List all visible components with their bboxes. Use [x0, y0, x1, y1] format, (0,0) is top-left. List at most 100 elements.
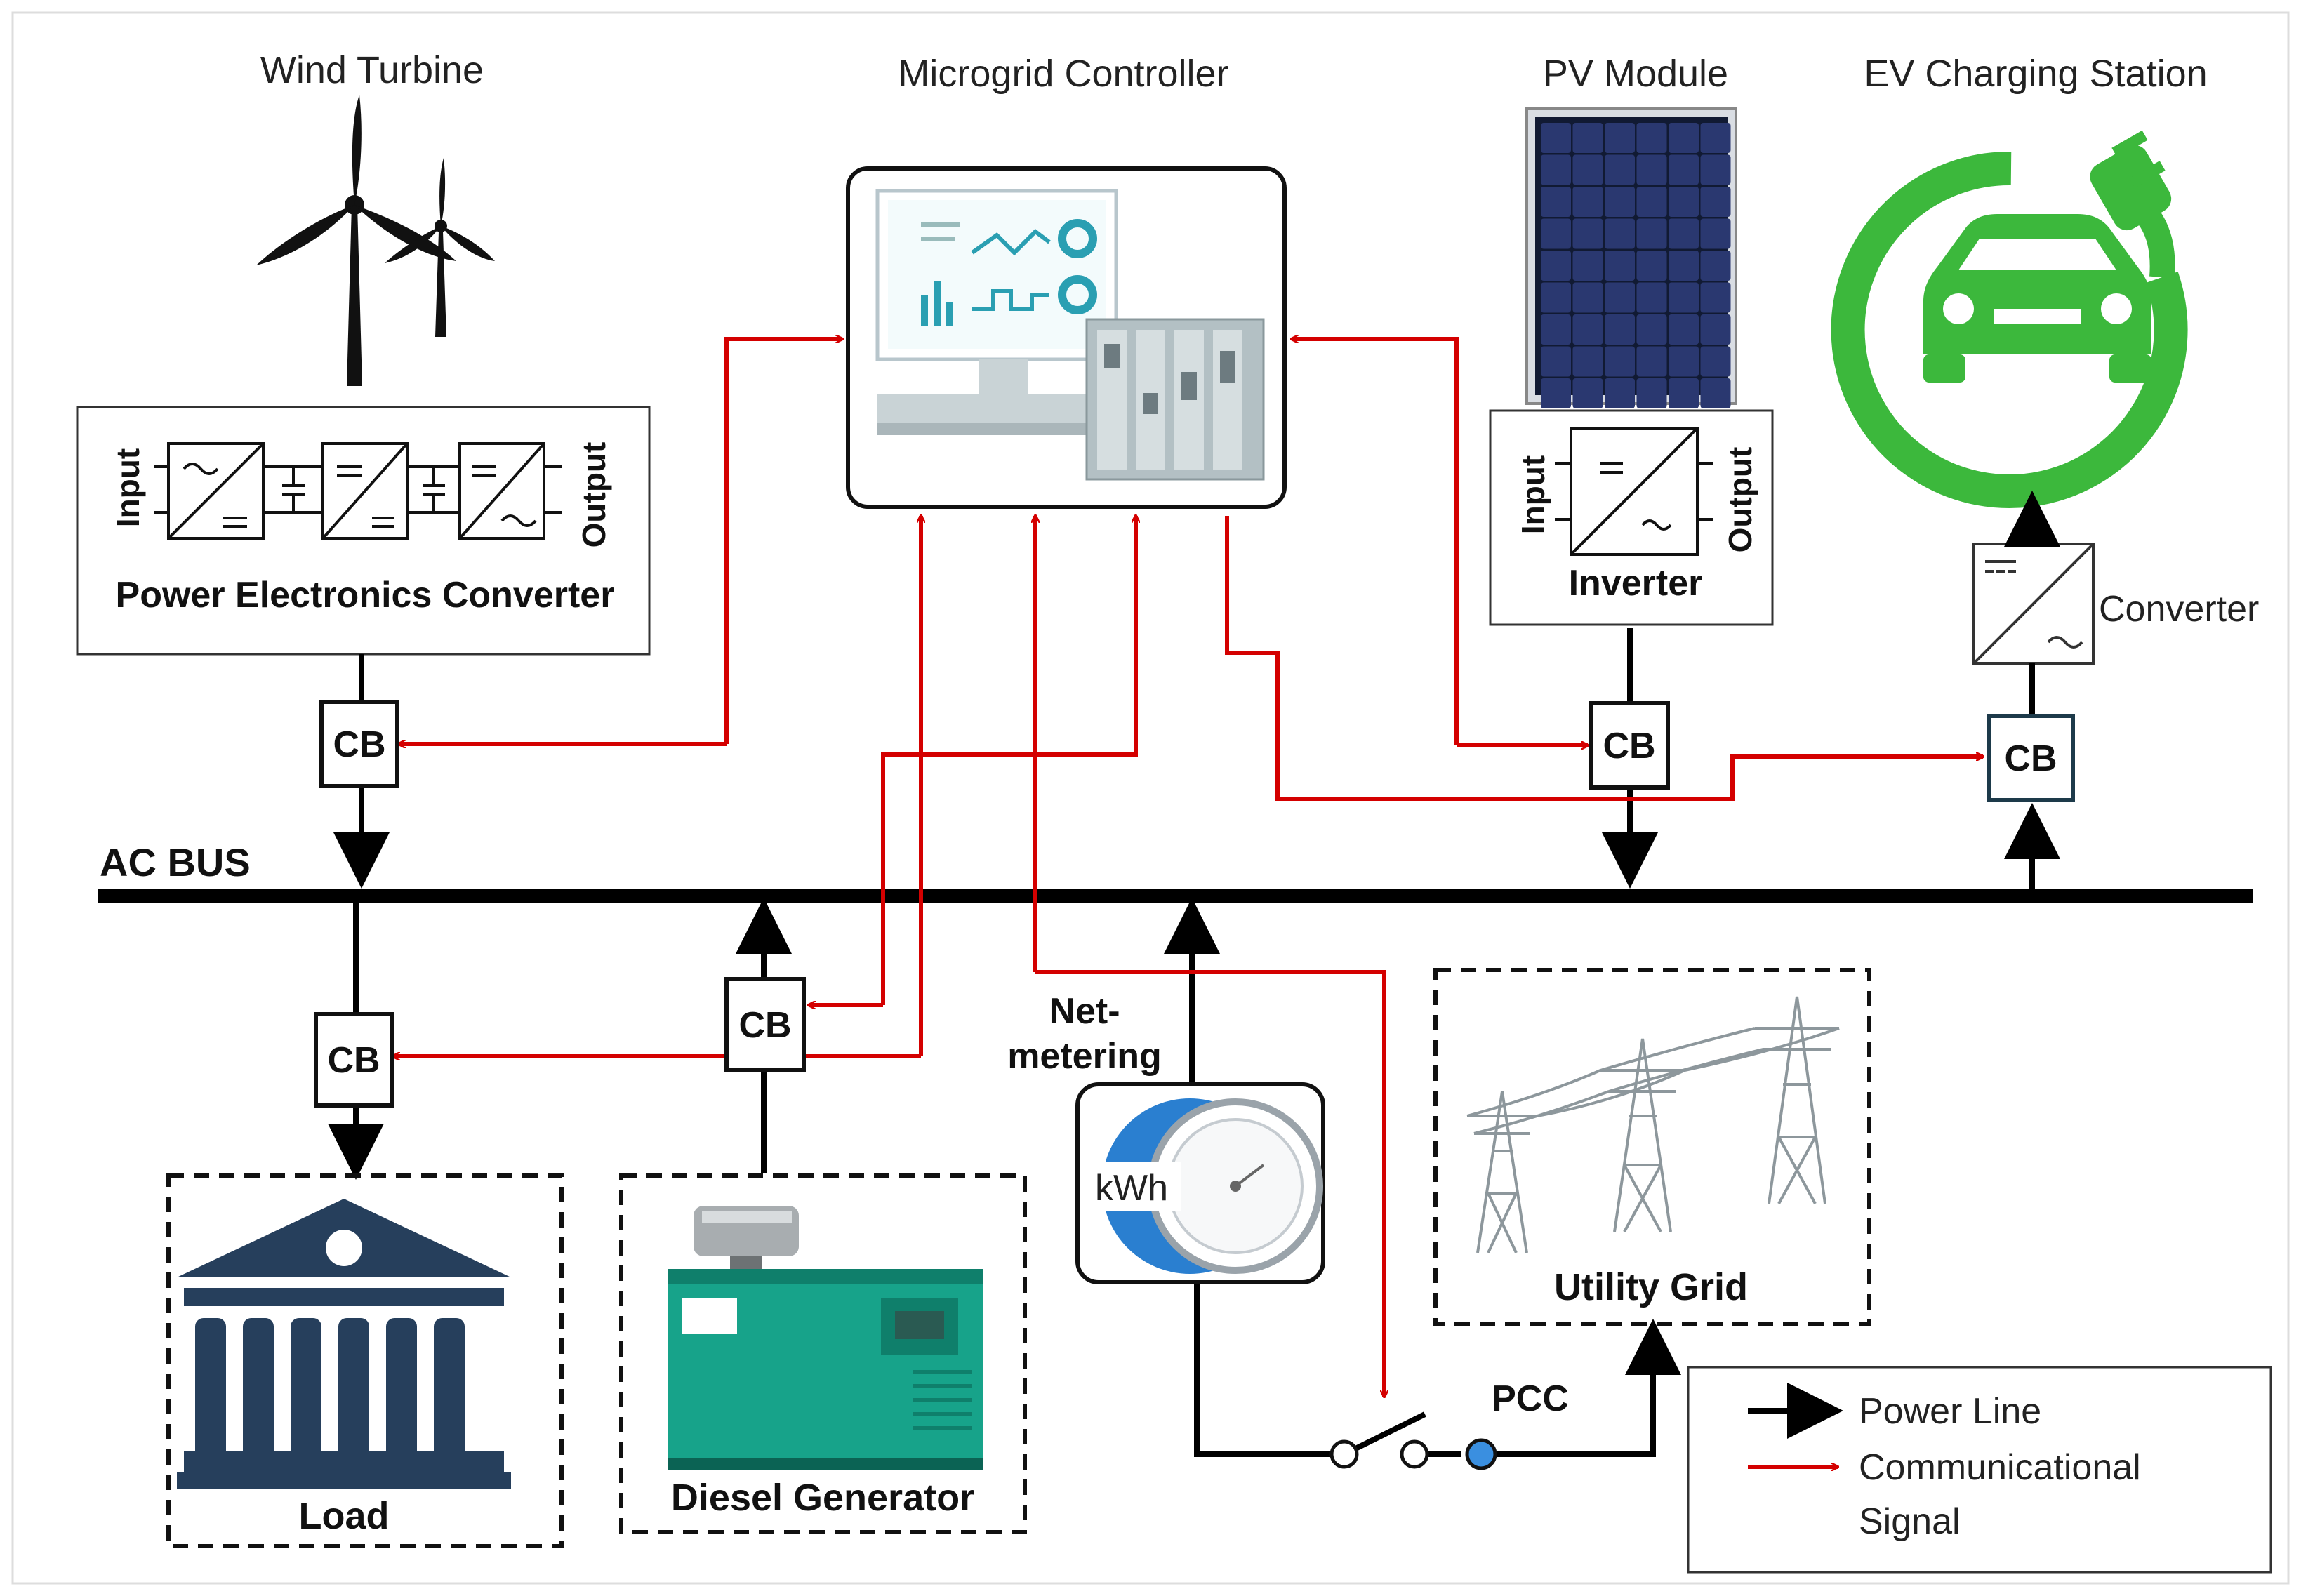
- pv-cell: [1541, 154, 1571, 185]
- legend-signal-label-1: Communicational: [1859, 1447, 2141, 1488]
- pv-cell: [1572, 346, 1603, 377]
- pv-cell: [1636, 218, 1667, 249]
- signal-lines: [393, 339, 1983, 1397]
- kwh-label: kWh: [1095, 1168, 1168, 1209]
- svg-text:CB: CB: [333, 724, 385, 765]
- pv-cell: [1605, 378, 1635, 408]
- pv-cell: [1541, 218, 1571, 249]
- power-electronics-converter-label: Power Electronics Converter: [116, 575, 615, 616]
- converter-input-label: Input: [110, 448, 146, 527]
- pcc-label: PCC: [1492, 1378, 1569, 1419]
- legend: Power Line Communicational Signal: [1687, 1366, 2272, 1574]
- pv-cell: [1541, 378, 1571, 408]
- load-label: Load: [299, 1495, 390, 1537]
- pcc-node: [1465, 1438, 1497, 1470]
- diesel-generator-box: [619, 1173, 1027, 1534]
- pv-cell: [1636, 282, 1667, 313]
- pv-cell: [1700, 218, 1731, 249]
- inverter-label: Inverter: [1569, 563, 1703, 604]
- pv-cell: [1572, 282, 1603, 313]
- pv-cell: [1636, 346, 1667, 377]
- microgrid-controller-icon: [846, 166, 1287, 509]
- pv-cell: [1605, 218, 1635, 249]
- ac-bus-label: AC BUS: [100, 840, 251, 884]
- pv-cell: [1700, 346, 1731, 377]
- pv-cell: [1605, 251, 1635, 281]
- pv-cell: [1700, 282, 1731, 313]
- pv-cell: [1700, 314, 1731, 345]
- pv-cell: [1700, 154, 1731, 185]
- microgrid-controller-label: Microgrid Controller: [898, 53, 1228, 95]
- cb-diesel: CB: [724, 977, 806, 1072]
- pv-module-icon: [1525, 107, 1737, 408]
- pv-cell: [1669, 378, 1699, 408]
- diesel-generator-icon: [668, 1206, 983, 1470]
- pv-cell: [1700, 378, 1731, 408]
- pv-cell: [1572, 123, 1603, 153]
- pv-cell: [1605, 187, 1635, 217]
- svg-text:CB: CB: [1603, 726, 1655, 766]
- pv-cell: [1669, 314, 1699, 345]
- inverter-box: [1489, 409, 1774, 626]
- pv-cell: [1572, 187, 1603, 217]
- pv-cell: [1605, 346, 1635, 377]
- energy-meter-icon: [1075, 1082, 1325, 1284]
- inverter-input-label: Input: [1515, 455, 1551, 534]
- transmission-towers-icon: [1466, 996, 1840, 1253]
- converter-output-label: Output: [576, 442, 612, 548]
- pv-cell: [1636, 154, 1667, 185]
- utility-grid-box: [1433, 968, 1871, 1326]
- diesel-generator-label: Diesel Generator: [671, 1477, 974, 1519]
- pv-cell: [1669, 218, 1699, 249]
- ev-charging-icon: [1831, 130, 2188, 508]
- pv-cell: [1572, 218, 1603, 249]
- pv-cell: [1572, 154, 1603, 185]
- svg-text:CB: CB: [738, 1005, 791, 1046]
- pv-cell: [1541, 187, 1571, 217]
- pcc-switch-contact: [1400, 1439, 1429, 1469]
- pv-cell: [1541, 314, 1571, 345]
- legend-signal-label-2: Signal: [1859, 1501, 1961, 1542]
- utility-grid-label: Utility Grid: [1554, 1266, 1748, 1308]
- pv-cell: [1605, 282, 1635, 313]
- pv-cell: [1669, 187, 1699, 217]
- pv-cell: [1541, 251, 1571, 281]
- wind-turbine-icon: [256, 95, 495, 386]
- pv-cell: [1700, 187, 1731, 217]
- pv-cell: [1636, 378, 1667, 408]
- wind-turbine-label: Wind Turbine: [260, 49, 484, 91]
- svg-text:CB: CB: [2004, 738, 2057, 779]
- net-metering-label-2: metering: [1007, 1036, 1162, 1077]
- pv-cell: [1572, 378, 1603, 408]
- pv-cell: [1605, 123, 1635, 153]
- figure-border: [11, 11, 2290, 1585]
- pv-cell: [1669, 282, 1699, 313]
- pv-cell: [1572, 314, 1603, 345]
- ev-converter-label: Converter: [2099, 589, 2259, 630]
- pv-cell: [1605, 314, 1635, 345]
- pv-cell: [1669, 251, 1699, 281]
- power-lines: [328, 491, 2060, 1457]
- pv-cell: [1700, 123, 1731, 153]
- ac-bus-line: [98, 889, 2253, 903]
- ev-charging-station-label: EV Charging Station: [1864, 53, 2207, 95]
- pv-module-label: PV Module: [1543, 53, 1728, 95]
- pv-cell: [1636, 251, 1667, 281]
- pv-cell: [1636, 314, 1667, 345]
- net-metering-label-1: Net-: [1049, 991, 1120, 1032]
- converter-stages-icon: [154, 442, 562, 540]
- load-box: [166, 1173, 564, 1548]
- pv-cell: [1669, 346, 1699, 377]
- legend-power-line-label: Power Line: [1859, 1391, 2041, 1432]
- power-electronics-converter-box: [76, 406, 651, 656]
- load-building-icon: [177, 1199, 511, 1489]
- cb-pv: CB: [1589, 701, 1670, 790]
- cb-wind: CB: [319, 700, 399, 788]
- pv-cell: [1700, 251, 1731, 281]
- pv-cell: [1541, 123, 1571, 153]
- pv-cell: [1636, 123, 1667, 153]
- pv-cell: [1636, 187, 1667, 217]
- pcc-switch-contact: [1329, 1439, 1359, 1469]
- pv-cell: [1605, 154, 1635, 185]
